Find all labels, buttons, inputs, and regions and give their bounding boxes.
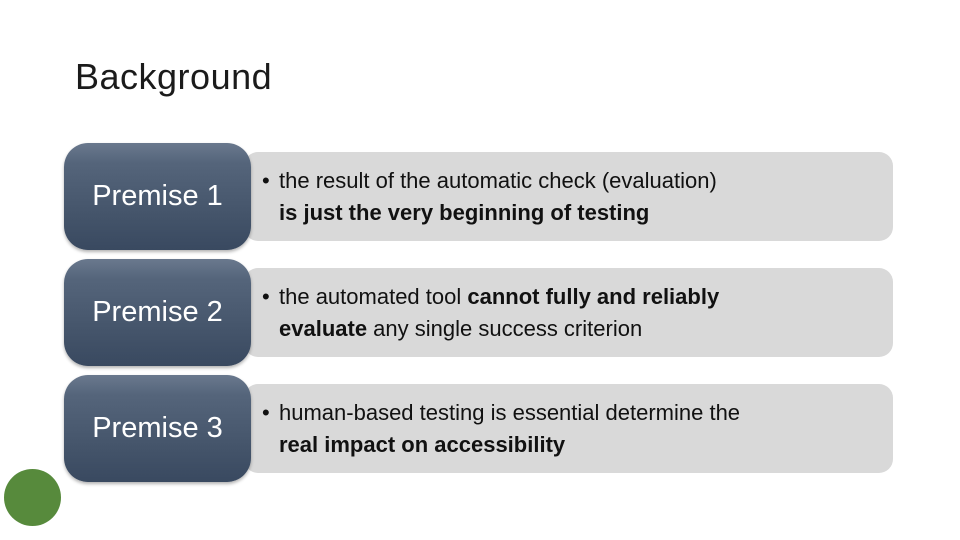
premise-text-panel: •human-based testing is essential determ… [244, 384, 893, 473]
premise-text: •human-based testing is essential determ… [244, 397, 766, 461]
premise-badge-label: Premise 3 [92, 412, 223, 444]
premise-text-line: evaluate any single success criterion [279, 315, 643, 341]
premise-text-line: •human-based testing is essential determ… [262, 397, 740, 429]
premise-text-line: is just the very beginning of testing [279, 199, 650, 225]
premise-text-line: •the automated tool cannot fully and rel… [262, 281, 719, 313]
bullet-icon: • [262, 167, 270, 193]
premise-badge: Premise 1 [64, 143, 251, 250]
premise-badge: Premise 2 [64, 259, 251, 366]
premise-text-line: •the result of the automatic check (eval… [262, 165, 717, 197]
bullet-icon: • [262, 283, 270, 309]
premise-badge-label: Premise 1 [92, 180, 223, 212]
premise-text-panel: •the result of the automatic check (eval… [244, 152, 893, 241]
bullet-icon: • [262, 399, 270, 425]
premise-text: •the automated tool cannot fully and rel… [244, 281, 745, 345]
premise-text-line: real impact on accessibility [279, 431, 566, 457]
green-circle-decoration [4, 469, 61, 526]
premise-badge-label: Premise 2 [92, 296, 223, 328]
premise-badge: Premise 3 [64, 375, 251, 482]
page-title: Background [75, 56, 273, 97]
premise-text-panel: •the automated tool cannot fully and rel… [244, 268, 893, 357]
premise-text: •the result of the automatic check (eval… [244, 165, 743, 229]
